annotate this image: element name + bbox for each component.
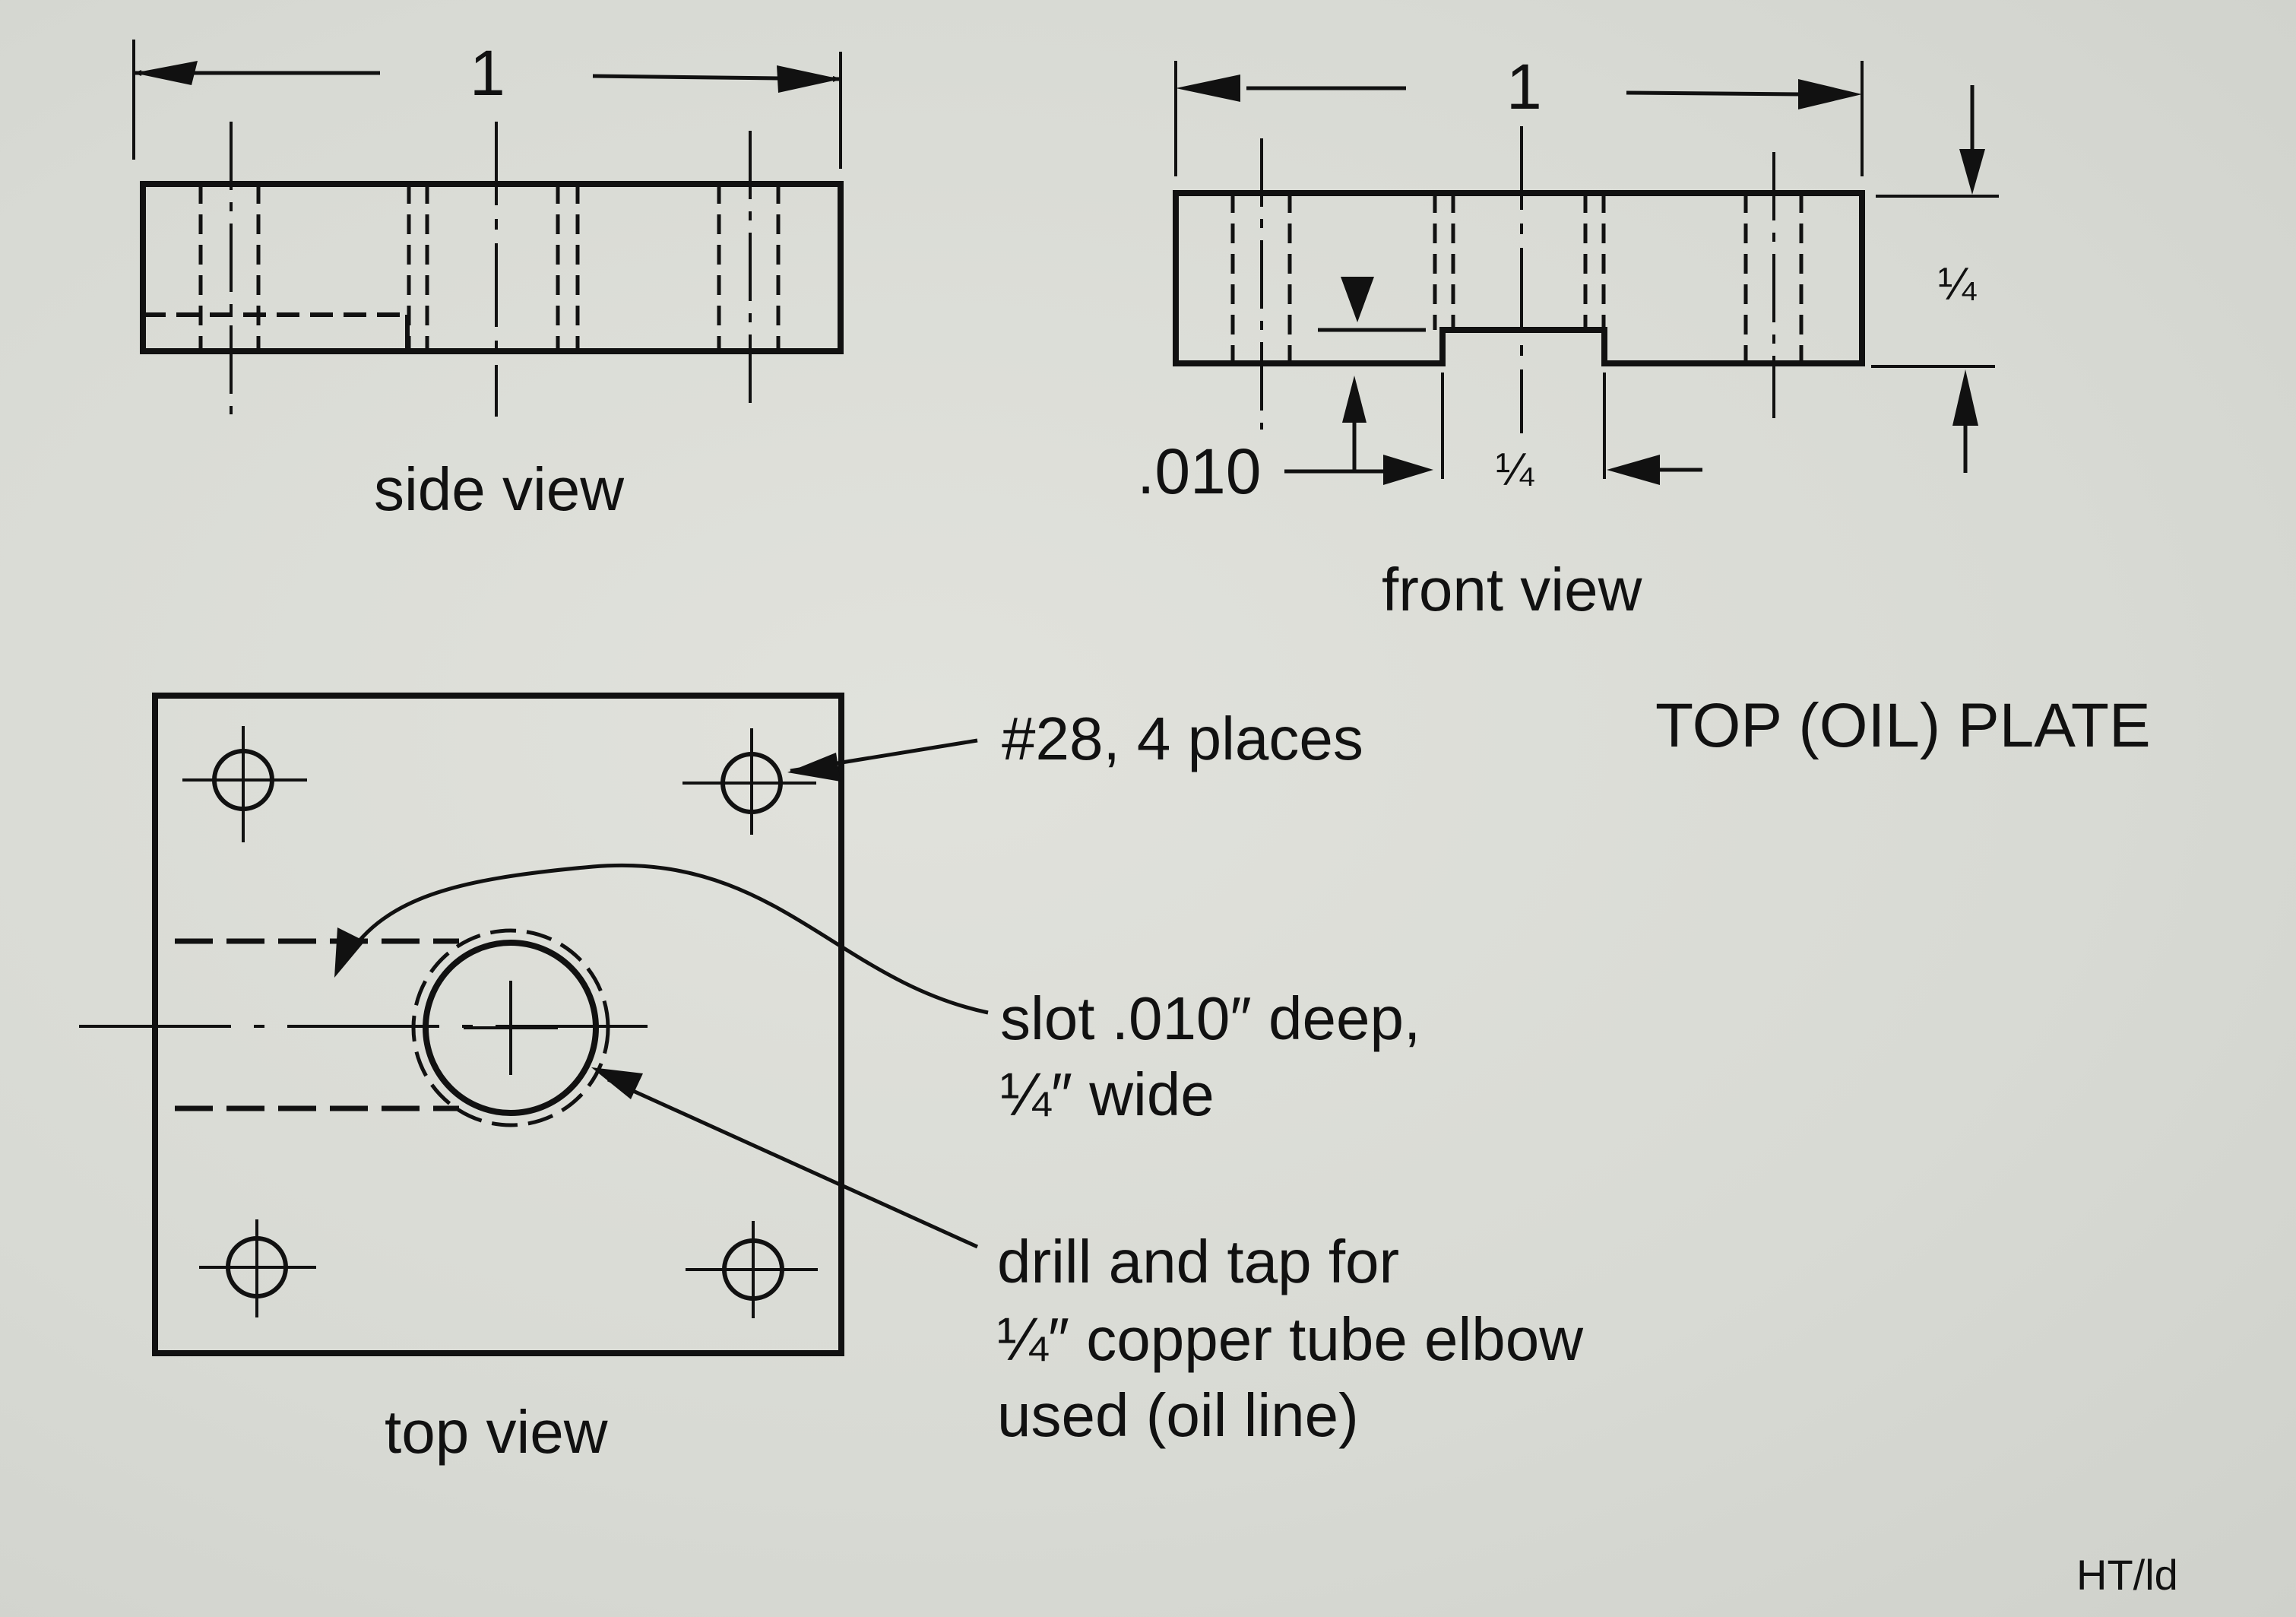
- front-view-arrowheads: [1176, 75, 1985, 485]
- top-view-outline: [152, 693, 844, 1356]
- tap-note-line2: ¼″ copper tube elbow: [997, 1305, 1584, 1373]
- side-view-caption: side view: [374, 455, 625, 523]
- side-view-width-dimension: 1: [470, 37, 505, 109]
- bolt-hole: [182, 726, 307, 842]
- front-view-height-dimension: ¼: [1938, 258, 1977, 309]
- front-view: [1173, 61, 1999, 479]
- tap-note-line1: drill and tap for: [997, 1228, 1400, 1295]
- front-view-outline: [1173, 190, 1865, 366]
- top-view-caption: top view: [385, 1398, 608, 1466]
- drawing-title: TOP (OIL) PLATE: [1655, 691, 2151, 760]
- bolt-hole: [199, 1219, 316, 1317]
- holes-note: #28, 4 places: [1002, 705, 1363, 772]
- front-view-slot-depth-dimension: .010: [1137, 436, 1262, 507]
- front-view-width-dimension: 1: [1506, 51, 1542, 122]
- bolt-hole: [682, 728, 816, 835]
- slot-note-line2: ¼″ wide: [1000, 1061, 1215, 1128]
- bolt-hole: [686, 1221, 818, 1318]
- top-view: [79, 693, 989, 1356]
- front-view-caption: front view: [1382, 556, 1642, 623]
- slot-note-line1: slot .010″ deep,: [1000, 984, 1421, 1052]
- top-view-arrowheads: [334, 753, 841, 1099]
- drafter-initials: HT/ld: [2076, 1551, 2178, 1599]
- side-view-outline: [140, 181, 844, 354]
- tap-note-line3: used (oil line): [997, 1381, 1359, 1449]
- front-view-slot-width-dimension: ¼: [1496, 444, 1534, 495]
